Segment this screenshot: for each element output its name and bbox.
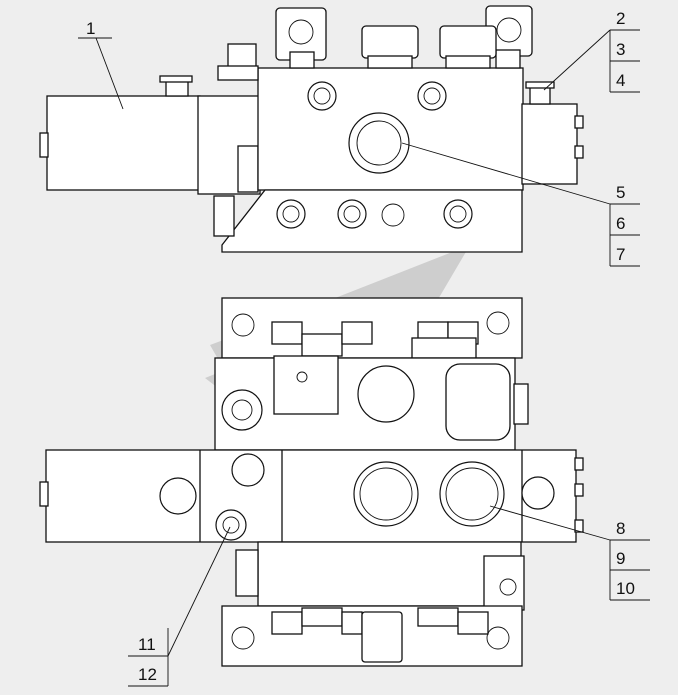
- callout-4: 4: [616, 71, 625, 90]
- callout-3: 3: [616, 40, 625, 59]
- callout-5: 5: [616, 183, 625, 202]
- callout-group: 1 2 3 4 5 6 7 8 9 10 11 12: [78, 9, 650, 687]
- callout-7: 7: [616, 245, 625, 264]
- callout-1: 1: [86, 19, 95, 38]
- callout-10: 10: [616, 579, 635, 598]
- callout-6: 6: [616, 214, 625, 233]
- bottom-view: [39, 297, 584, 667]
- callout-9: 9: [616, 549, 625, 568]
- callout-8: 8: [616, 519, 625, 538]
- callout-2: 2: [616, 9, 625, 28]
- base-plate: [221, 189, 523, 253]
- callout-12: 12: [138, 665, 157, 684]
- top-view: [39, 5, 584, 253]
- solenoid-coil: [46, 95, 201, 191]
- callout-11: 11: [138, 635, 156, 654]
